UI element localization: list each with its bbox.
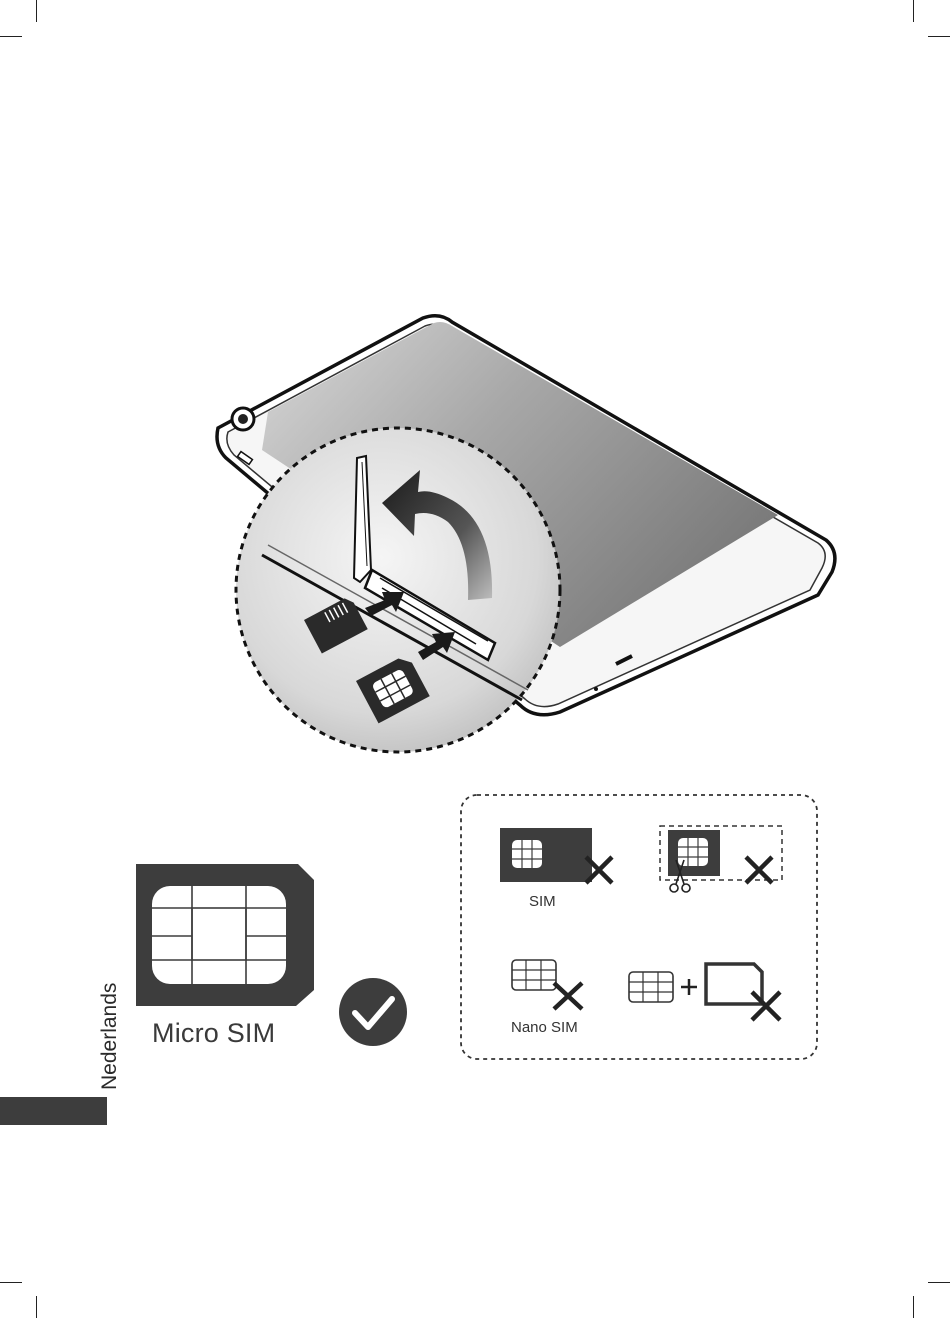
language-label: Nederlands xyxy=(98,983,122,1090)
sim-label: SIM xyxy=(529,893,556,910)
nano-sim-icon xyxy=(512,960,582,1009)
nano-sim-label: Nano SIM xyxy=(511,1019,578,1036)
cross-icon xyxy=(746,857,772,883)
cut-sim-icon xyxy=(660,826,782,892)
language-tab xyxy=(0,1097,107,1125)
checkmark-icon xyxy=(339,978,407,1046)
nano-adapter-icon xyxy=(629,964,780,1020)
cross-icon xyxy=(752,992,780,1020)
cross-icon xyxy=(554,983,582,1009)
full-sim-icon xyxy=(500,828,612,883)
micro-sim-large-icon xyxy=(136,864,314,1006)
micro-sim-label: Micro SIM xyxy=(152,1018,275,1049)
zoom-detail xyxy=(236,428,560,752)
plus-icon xyxy=(681,979,697,995)
